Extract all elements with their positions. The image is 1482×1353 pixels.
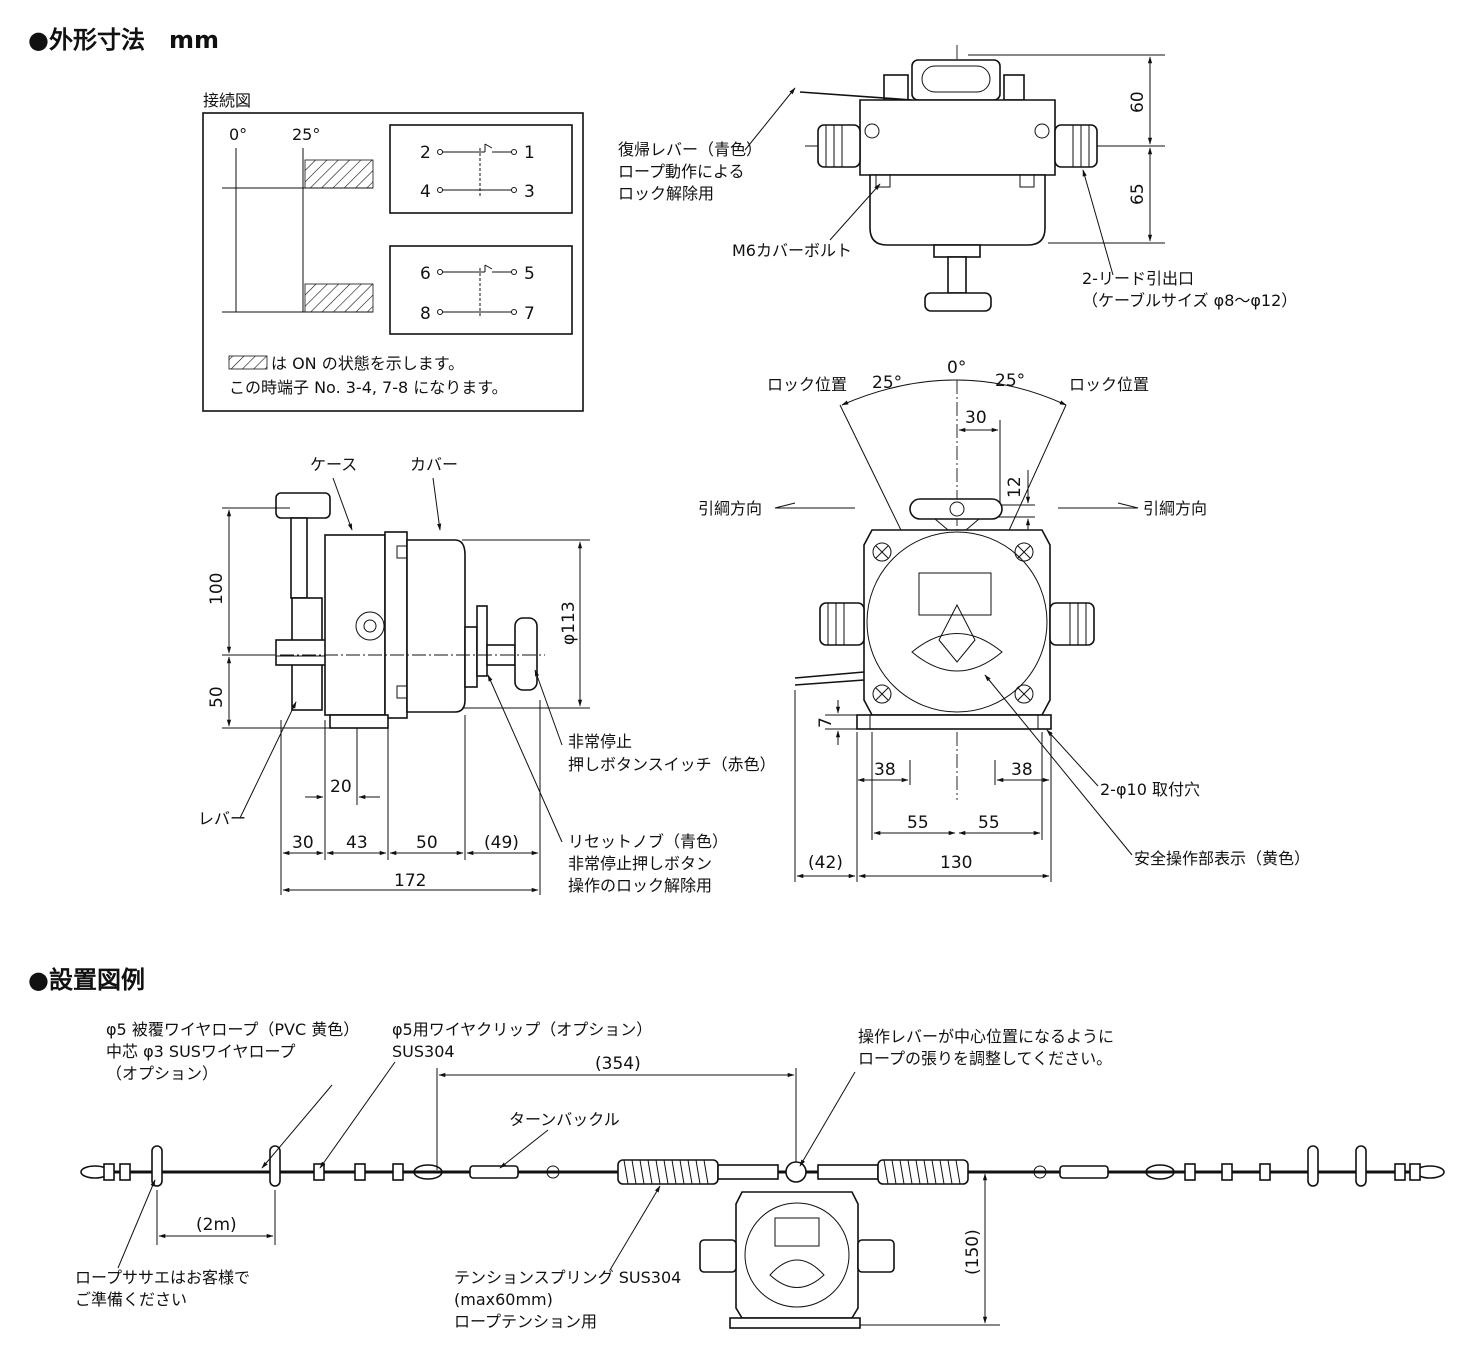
terminal-5: 5	[524, 264, 535, 284]
hatch-on-b	[304, 283, 374, 313]
top-view: 60 65 復帰レバー（青色） ロープ動作による ロック解除用 M6カバーボルト…	[618, 45, 1297, 312]
dim-30: 30	[965, 408, 987, 428]
terminal-1: 1	[524, 143, 535, 163]
hatch-on-a	[304, 159, 374, 189]
dim-12: 12	[1005, 476, 1025, 498]
dim-30-side: 30	[292, 833, 314, 853]
dim-43: 43	[346, 833, 368, 853]
spring-label-2: (max60mm)	[454, 1290, 553, 1309]
return-lever-label-3: ロック解除用	[618, 184, 714, 203]
dim-phi113: φ113	[559, 601, 579, 645]
angle-left-25: 25°	[872, 373, 902, 393]
installation-diagram: φ5 被覆ワイヤロープ（PVC 黄色） 中芯 φ3 SUSワイヤロープ （オプシ…	[75, 1020, 1445, 1331]
contact-block-a	[389, 124, 573, 214]
dim-38-left: 38	[874, 760, 896, 780]
section-title-installation: ●設置図例	[28, 966, 145, 994]
wiring-note-2: この時端子 No. 3-4, 7-8 になります。	[229, 378, 508, 397]
terminal-4: 4	[420, 182, 431, 202]
dim-354: (354)	[595, 1054, 641, 1074]
clip-label-1: φ5用ワイヤクリップ（オプション）	[392, 1020, 652, 1039]
dim-7: 7	[816, 717, 836, 728]
pull-direction-left: 引綱方向	[698, 499, 762, 518]
lock-position-right: ロック位置	[1069, 375, 1149, 394]
dim-20: 20	[330, 777, 352, 797]
dim-65: 65	[1128, 183, 1148, 205]
contact-block-b	[389, 245, 573, 335]
cover-bolt-label: M6カバーボルト	[732, 241, 852, 260]
dim-130: 130	[940, 853, 972, 873]
cover-label: カバー	[410, 455, 458, 474]
rope-label-2: 中芯 φ3 SUSワイヤロープ	[106, 1042, 296, 1061]
adjust-note-2: ロープの張りを調整してください。	[858, 1049, 1112, 1068]
support-note-1: ロープササエはお客様で	[75, 1268, 250, 1287]
dim-42: (42)	[808, 853, 843, 873]
return-lever-label-1: 復帰レバー（青色）	[618, 140, 762, 159]
terminal-7: 7	[524, 304, 535, 324]
spring-label-1: テンションスプリング SUS304	[454, 1268, 681, 1287]
reset-knob-label-2: 非常停止押しボタン	[568, 854, 712, 873]
dim-172: 172	[394, 871, 426, 891]
case-label: ケース	[310, 455, 357, 474]
rope-label-1: φ5 被覆ワイヤロープ（PVC 黄色）	[106, 1020, 359, 1039]
dim-38-right: 38	[1011, 760, 1033, 780]
wiring-angle-0: 0°	[229, 125, 247, 144]
front-view: ロック位置 ロック位置 25° 0° 25° 30 12 引綱方向 引綱方向	[698, 358, 1310, 882]
lever-label: レバー	[198, 809, 246, 828]
dim-60: 60	[1128, 91, 1148, 113]
return-lever-label-2: ロープ動作による	[618, 162, 745, 181]
dim-55-left: 55	[907, 813, 929, 833]
dim-100: 100	[207, 573, 227, 605]
dim-50-horizontal: 50	[416, 833, 438, 853]
terminal-8: 8	[420, 304, 431, 324]
terminal-2: 2	[420, 143, 431, 163]
lead-outlet-label-2: （ケーブルサイズ φ8～φ12）	[1082, 291, 1297, 310]
angle-center-0: 0°	[947, 358, 966, 378]
dim-49: (49)	[484, 833, 519, 853]
angle-right-25: 25°	[995, 371, 1025, 391]
terminal-3: 3	[524, 182, 535, 202]
wiring-note-1: は ON の状態を示します。	[271, 354, 464, 373]
legend-hatch-swatch	[228, 355, 268, 370]
lock-position-left: ロック位置	[767, 375, 847, 394]
section-title-dimensions: ●外形寸法 mm	[28, 26, 219, 54]
rope-label-3: （オプション）	[106, 1064, 218, 1083]
wiring-angle-25: 25°	[292, 125, 320, 144]
turnbuckle-label: ターンバックル	[509, 1110, 620, 1129]
terminal-6: 6	[420, 264, 431, 284]
mount-holes-label: 2-φ10 取付穴	[1100, 780, 1200, 799]
reset-knob-label-3: 操作のロック解除用	[568, 876, 712, 895]
side-view: ケース カバー 100 50 φ113	[198, 455, 776, 895]
wiring-diagram: 接続図 0° 25° 2 1 4 3 6 5 8 7	[202, 91, 584, 412]
support-note-2: ご準備ください	[75, 1290, 187, 1309]
estop-label-2: 押しボタンスイッチ（赤色）	[568, 755, 776, 774]
dim-2m: (2m)	[196, 1215, 237, 1235]
dim-50-vertical: 50	[207, 686, 227, 708]
pull-direction-right: 引綱方向	[1143, 499, 1207, 518]
adjust-note-1: 操作レバーが中心位置になるように	[858, 1027, 1114, 1046]
lead-outlet-label-1: 2-リード引出口	[1082, 269, 1194, 288]
spring-label-3: ロープテンション用	[454, 1312, 597, 1331]
reset-knob-label-1: リセットノブ（青色）	[568, 832, 728, 851]
estop-label-1: 非常停止	[568, 732, 632, 751]
safety-indicator-label: 安全操作部表示（黄色）	[1134, 849, 1310, 868]
dim-150: (150)	[963, 1229, 983, 1275]
clip-label-2: SUS304	[392, 1042, 455, 1061]
dim-55-right: 55	[978, 813, 1000, 833]
wiring-title: 接続図	[203, 91, 251, 110]
